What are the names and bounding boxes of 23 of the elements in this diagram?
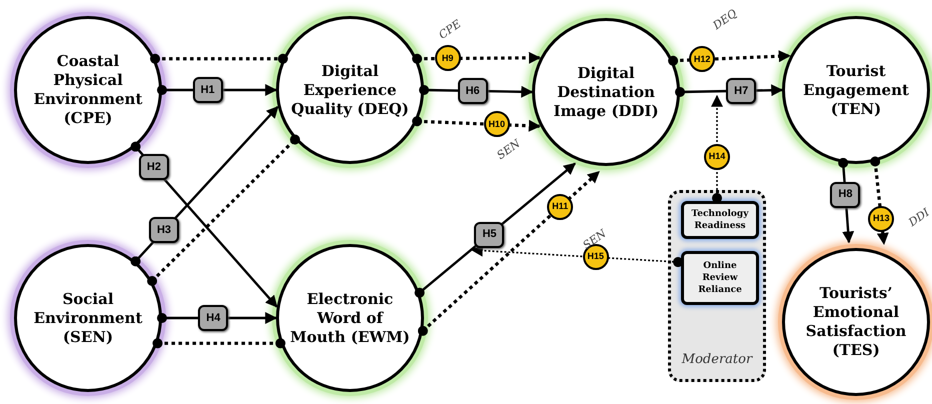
moderator-label: Online Review Reliance	[697, 260, 743, 296]
moderator-box	[681, 251, 759, 305]
hypothesis-box: H7	[726, 78, 756, 104]
construct-label: Electronic Word of Mouth (EWM)	[289, 290, 411, 346]
dotted-arrow	[418, 170, 600, 336]
hypothesis-box: H4	[198, 305, 228, 331]
hypothesis-box: H5	[474, 222, 504, 248]
moderator-box	[681, 201, 759, 239]
dotted-arrow	[470, 244, 683, 268]
hypothesis-box: H6	[458, 78, 488, 104]
panel-label: Moderator	[680, 350, 754, 368]
construct-label: Social Environment (SEN)	[32, 290, 144, 346]
hypothesis-box: H1	[192, 77, 223, 103]
hypothesis-box: H2	[138, 154, 169, 180]
construct-label: Digital Experience Quality (DEQ)	[290, 62, 410, 118]
construct-label: Digital Destination Image (DDI)	[552, 64, 660, 120]
moderator-panel	[668, 190, 766, 382]
hypothesis-box: H8	[830, 182, 860, 208]
construct-label: Tourist Engagement (TEN)	[802, 62, 910, 118]
construct-label: Coastal Physical Environment (CPE)	[32, 52, 144, 128]
moderator-label: Technology Readiness	[690, 208, 750, 232]
hypothesis-box: H3	[149, 217, 179, 244]
construct-label: Tourists’ Emotional Satisfaction (TES)	[804, 284, 908, 360]
